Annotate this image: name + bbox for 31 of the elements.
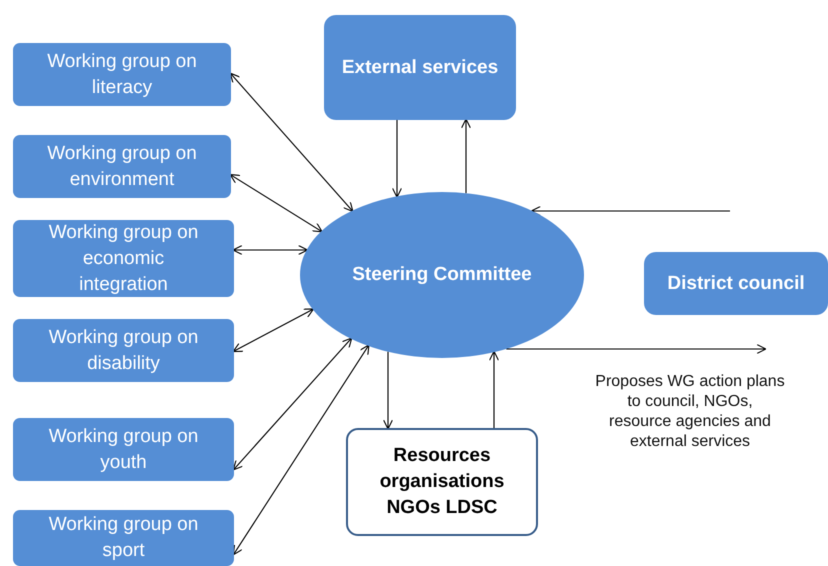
process-box xyxy=(324,15,516,120)
node-label: Working group on youth xyxy=(48,424,200,474)
working-group-box xyxy=(13,220,234,297)
working-group-box xyxy=(13,135,231,198)
arrow xyxy=(230,72,354,212)
node-label: District council xyxy=(667,272,805,296)
arrow xyxy=(488,350,500,428)
node-label: Working group on literacy xyxy=(46,50,198,100)
working-group-box xyxy=(13,510,234,566)
arrow xyxy=(230,174,323,232)
working-group-box xyxy=(13,418,234,481)
resources-box xyxy=(346,428,538,536)
edge-label: Proposes WG action plans to council, NGOs, resource agencies and external services xyxy=(595,372,785,452)
arrow xyxy=(392,120,402,198)
arrow xyxy=(382,352,394,430)
node-label: Working group on economic integration xyxy=(48,220,200,296)
node-label: Resources organisations NGOs LDSC xyxy=(378,444,506,520)
arrow xyxy=(232,244,308,256)
process-box xyxy=(644,252,828,315)
arrow xyxy=(232,308,314,352)
node-label: Working group on sport xyxy=(48,513,200,563)
arrow xyxy=(232,337,352,470)
node-label: Steering Committee xyxy=(352,263,532,287)
working-group-box xyxy=(13,319,234,382)
node-label: Working group on disability xyxy=(48,326,200,376)
arrow xyxy=(506,344,766,354)
working-group-box xyxy=(13,43,231,106)
node-label: External services xyxy=(342,56,498,80)
arrow xyxy=(232,344,370,556)
node-label: Working group on environment xyxy=(46,142,198,192)
arrow xyxy=(460,118,472,194)
